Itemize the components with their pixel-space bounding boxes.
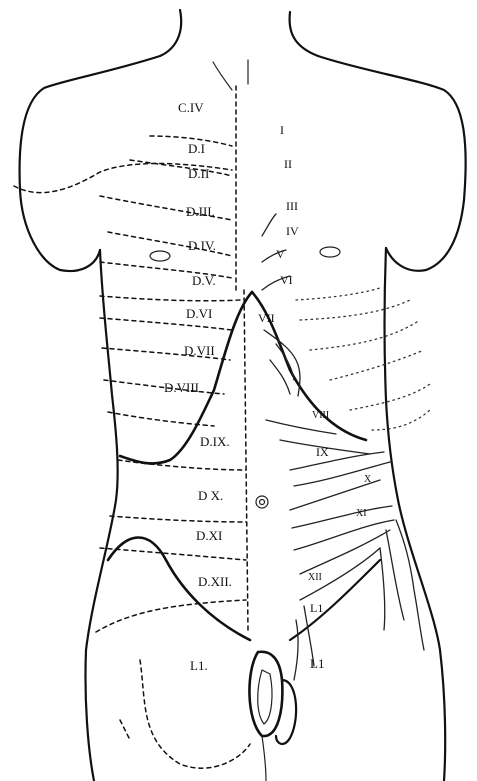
nerve-label-viii: VIII: [312, 410, 329, 421]
nerve-label-vi: VI: [280, 273, 293, 287]
dermatome-label-dviii: D.VIII: [164, 380, 199, 395]
thigh-gap: [262, 736, 266, 781]
nipple-right: [320, 247, 340, 257]
dermatome-label-dix: D.IX.: [200, 434, 230, 449]
dermatome-label-dvi: D.VI: [186, 306, 212, 321]
nerve-label-group: I II III IV V VI VII VIII IX X XI XII L1: [258, 123, 372, 615]
dermatome-boundaries: [14, 136, 250, 768]
dermatome-label-dvii: D.VII: [184, 343, 215, 358]
dermatome-label-dxii: D.XII.: [198, 574, 232, 589]
nerve-label-ix: IX: [316, 445, 329, 459]
nerve-label-xi: XI: [356, 508, 367, 519]
nerve-label-iii: III: [286, 199, 298, 213]
nerve-label-vii: VII: [258, 311, 275, 325]
dermatome-label-diii: D.III.: [186, 204, 215, 219]
scrotum: [276, 680, 296, 744]
nerve-label-xii: XII: [308, 572, 322, 583]
nerve-label-v: V: [276, 247, 285, 261]
nerve-label-i: I: [280, 123, 284, 137]
dermatome-label-l1-right: L1: [310, 656, 324, 671]
neck-right: [290, 12, 318, 56]
dermatome-label-civ: C.IV: [178, 100, 204, 115]
dermatome-label-di: D.I: [188, 141, 205, 156]
nerve-label-x: X: [364, 474, 372, 485]
navel-inner: [260, 500, 265, 505]
neck-left: [160, 10, 181, 56]
nipple-left: [150, 251, 170, 261]
dermatome-label-dv: D.V.: [192, 273, 216, 288]
right-flank: [385, 248, 446, 781]
nerve-label-l1: L1: [310, 601, 323, 615]
nerve-label-ii: II: [284, 157, 292, 171]
dermatome-label-dx: D X.: [198, 488, 223, 503]
dermatome-label-div: D.IV.: [188, 238, 216, 253]
nerve-label-iv: IV: [286, 224, 299, 238]
body-outline: [20, 10, 466, 781]
navel: [256, 496, 268, 508]
dermatome-label-dii: D.II: [188, 166, 209, 181]
dermatome-label-l1-left: L1.: [190, 658, 208, 673]
penis: [249, 652, 282, 736]
right-shoulder: [318, 56, 466, 271]
dermatome-label-dxi: D.XI: [196, 528, 222, 543]
penis-inner: [258, 670, 272, 724]
